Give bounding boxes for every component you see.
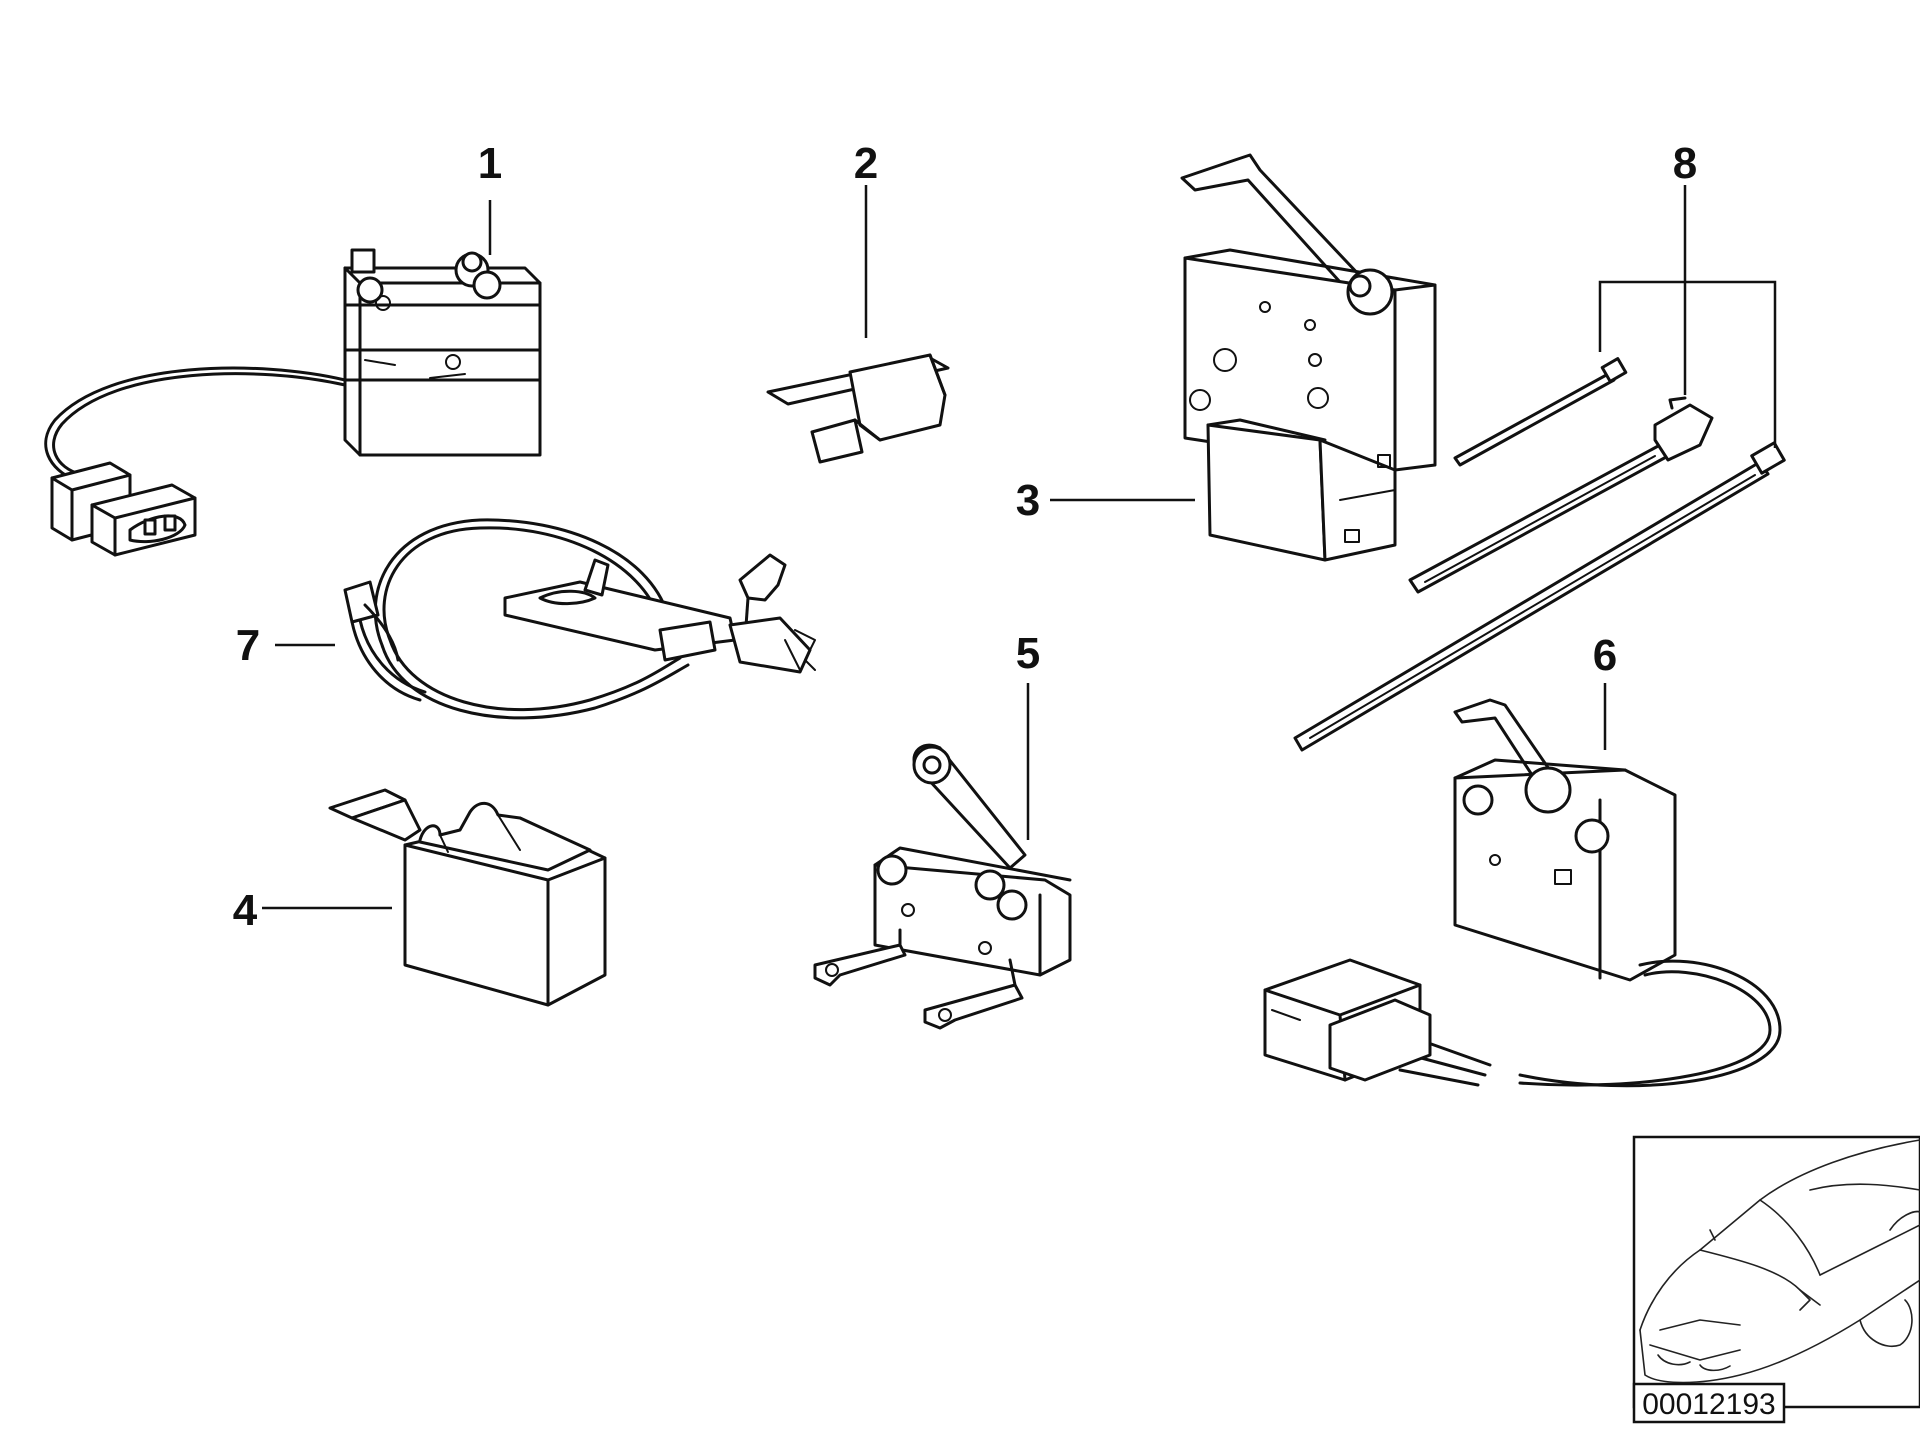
svg-text:1: 1 bbox=[478, 139, 502, 188]
part-1-switch-with-cable bbox=[44, 248, 542, 557]
svg-text:2: 2 bbox=[854, 139, 878, 188]
part-2-clip bbox=[766, 353, 950, 464]
label-7: 7 bbox=[236, 621, 335, 670]
part-4-cover-cap bbox=[328, 788, 607, 1007]
part-5-roller-switch bbox=[813, 743, 1072, 1030]
diagram-id-label: 00012193 bbox=[1632, 1382, 1786, 1424]
label-5: 5 bbox=[1016, 629, 1040, 840]
svg-text:00012193: 00012193 bbox=[1642, 1388, 1775, 1421]
part-8-cable-ties bbox=[1293, 357, 1786, 752]
label-2: 2 bbox=[854, 139, 878, 338]
label-3: 3 bbox=[1016, 476, 1195, 525]
svg-text:6: 6 bbox=[1593, 631, 1617, 680]
label-1: 1 bbox=[478, 139, 502, 255]
part-7-harness-with-bracket bbox=[343, 518, 816, 720]
svg-text:4: 4 bbox=[233, 886, 258, 935]
part-6-switch-with-cable bbox=[1263, 698, 1782, 1088]
vehicle-reference-thumbnail bbox=[1632, 1135, 1920, 1409]
svg-text:3: 3 bbox=[1016, 476, 1040, 525]
svg-text:7: 7 bbox=[236, 621, 260, 670]
svg-text:8: 8 bbox=[1673, 139, 1697, 188]
label-8: 8 bbox=[1598, 139, 1777, 448]
part-3-switch-unit bbox=[1180, 153, 1437, 562]
svg-text:5: 5 bbox=[1016, 629, 1040, 678]
label-4: 4 bbox=[233, 886, 392, 935]
label-6: 6 bbox=[1593, 631, 1617, 750]
